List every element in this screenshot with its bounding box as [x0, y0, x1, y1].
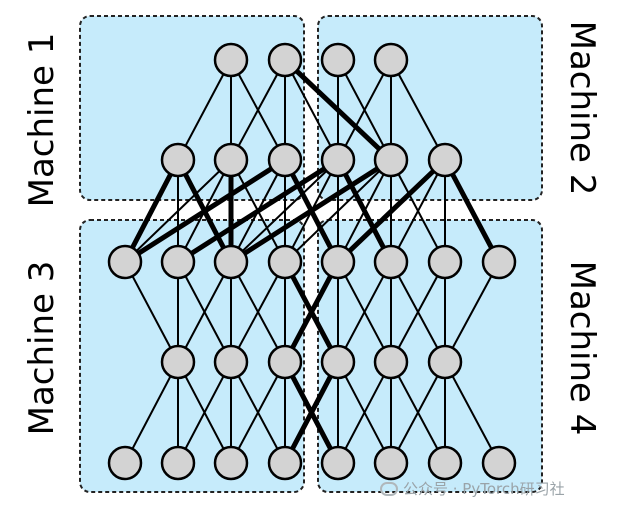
thin-edge-46 — [177, 361, 232, 464]
node-layer4-3 — [267, 344, 303, 380]
node-layer5-3 — [213, 445, 249, 481]
watermark-text: 公众号 · PyTorch研习社 — [403, 480, 565, 498]
node-layer3-8 — [481, 244, 517, 280]
thin-edge-24 — [390, 159, 446, 263]
node-layer4-6 — [427, 344, 463, 380]
node-layer5-6 — [373, 445, 409, 481]
node-layer2-3 — [267, 142, 303, 178]
node-layer4-2 — [213, 344, 249, 380]
node-layer2-4 — [320, 142, 356, 178]
node-layer2-1 — [160, 142, 196, 178]
node-layer2-6 — [427, 142, 463, 178]
machine-2-label: Machine 2 — [562, 21, 602, 196]
node-layer2-2 — [213, 142, 249, 178]
node-layer5-2 — [160, 445, 196, 481]
thin-edge-55 — [337, 361, 392, 464]
thick-edge-0 — [282, 57, 394, 163]
machine-1-region — [79, 15, 305, 201]
node-layer4-5 — [373, 344, 409, 380]
thin-edge-12 — [124, 159, 232, 263]
node-layer3-5 — [320, 244, 356, 280]
thin-edge-40 — [390, 261, 446, 363]
node-layer5-1 — [107, 445, 143, 481]
thin-edge-32 — [230, 261, 286, 363]
node-layer1-4 — [373, 42, 409, 78]
thick-edge-4 — [122, 157, 288, 265]
node-layer4-1 — [160, 344, 196, 380]
thick-edge-10 — [442, 157, 502, 265]
thin-edge-8 — [337, 59, 392, 161]
node-layer5-8 — [481, 445, 517, 481]
nodes — [107, 42, 517, 481]
machine-4-label: Machine 4 — [562, 261, 602, 436]
thin-edge-0 — [177, 59, 232, 161]
machine-1-label: Machine 1 — [22, 33, 62, 208]
thin-edge-49 — [230, 361, 286, 464]
thin-edge-5 — [284, 59, 339, 161]
thin-edge-60 — [444, 361, 500, 464]
thin-edge-43 — [124, 361, 179, 464]
node-layer5-4 — [267, 445, 303, 481]
thick-edge-8 — [228, 157, 394, 265]
thick-edge-14 — [282, 359, 341, 466]
node-layer1-1 — [213, 42, 249, 78]
node-layer5-5 — [320, 445, 356, 481]
thick-edge-9 — [335, 157, 448, 265]
thin-edge-26 — [124, 261, 179, 363]
wechat-icon — [380, 482, 398, 496]
thick-edge-12 — [282, 259, 341, 365]
node-layer3-4 — [267, 244, 303, 280]
thin-edge-10 — [390, 59, 446, 161]
thin-edge-58 — [390, 361, 446, 464]
thick-edge-6 — [175, 157, 341, 265]
thin-edge-42 — [444, 261, 500, 363]
thin-edge-37 — [337, 261, 392, 363]
node-layer5-7 — [427, 445, 463, 481]
node-layer2-5 — [373, 142, 409, 178]
node-layer1-2 — [267, 42, 303, 78]
thick-edge-1 — [122, 157, 181, 265]
node-layer1-3 — [320, 42, 356, 78]
thin-edge-20 — [284, 159, 392, 263]
thin-edge-17 — [230, 159, 339, 263]
thin-edge-3 — [230, 59, 286, 161]
watermark: 公众号 · PyTorch研习社 — [380, 478, 565, 499]
node-layer3-1 — [107, 244, 143, 280]
node-layer3-3 — [213, 244, 249, 280]
machine-3-label: Machine 3 — [22, 261, 62, 436]
thin-edge-29 — [177, 261, 232, 363]
node-layer4-4 — [320, 344, 356, 380]
node-layer3-2 — [160, 244, 196, 280]
thick-edge-7 — [335, 157, 394, 265]
node-layer3-6 — [373, 244, 409, 280]
node-layer3-7 — [427, 244, 463, 280]
